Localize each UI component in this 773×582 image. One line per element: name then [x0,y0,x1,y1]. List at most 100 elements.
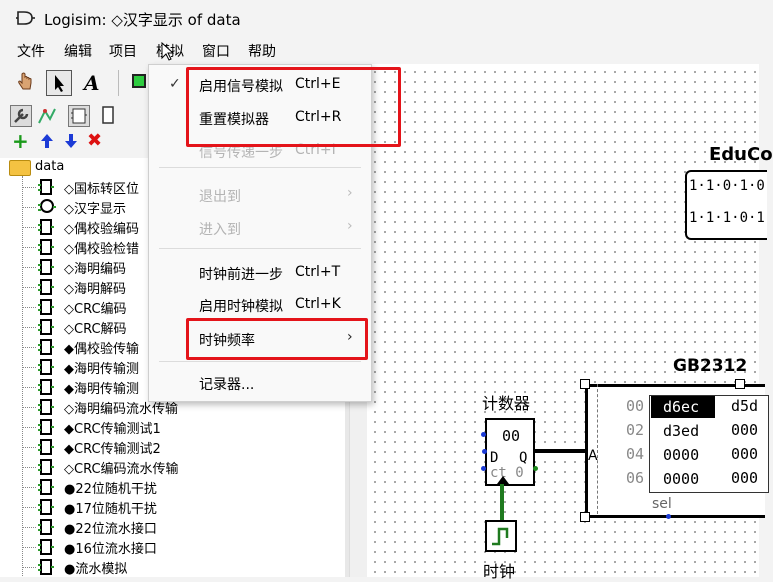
tree-item-label: ◇国标转区位 [64,182,139,197]
tree-guide-line [22,327,36,328]
rom-cell[interactable]: 000 [731,421,759,439]
add-circuit-button[interactable]: + [12,129,34,154]
rom-address: 04 [626,445,645,463]
tree-item-label: ◇海明编码流水传输 [64,402,178,417]
tree-item[interactable]: ◇国标转区位 [0,177,345,197]
tree-item[interactable]: ◆CRC传输测试2 [0,437,345,457]
tree-guide-line [22,347,36,348]
menu-project[interactable]: 项目 [109,44,137,60]
tree-item[interactable]: ◇海明解码 [0,277,345,297]
menu-help[interactable]: 帮助 [248,44,276,60]
tree-item[interactable]: ◇偶校验检错 [0,237,345,257]
input-pin-button[interactable] [132,74,146,88]
menu-logging[interactable]: 记录器... [149,368,371,398]
select-tool-button[interactable] [46,70,72,96]
menu-reset-simulation[interactable]: 重置模拟器 Ctrl+R [149,103,371,133]
tree-guide-line [22,367,36,368]
rom-cell-selected[interactable]: d6ec [651,396,715,418]
tree-item[interactable]: ◇汉字显示 [0,197,345,217]
rom-handle-top-right[interactable] [735,379,745,389]
circuit-chip-icon [38,419,54,435]
tree-item[interactable]: ●22位随机干扰 [0,477,345,497]
rom-cell[interactable]: 0000 [663,470,700,488]
rom-cell[interactable]: 0000 [663,446,700,464]
text-tool-button[interactable]: A [84,71,106,95]
arrow-up-icon [41,134,53,148]
tree-item[interactable]: ◇CRC编码 [0,297,345,317]
menu-item-label: 信号传递一步 [199,145,283,161]
menu-separator [159,248,361,249]
circuit-chip-icon [38,439,54,455]
tree-item-label: ●流水模拟 [64,562,128,577]
clock-component[interactable] [485,520,517,552]
circuit-chip-icon [38,359,54,375]
rom-cell[interactable]: 000 [731,469,759,487]
highlight-box-simulation [186,67,401,147]
menu-item-label: 重置模拟器 [199,112,269,128]
counter-component[interactable]: 00 D Q ct 0 [485,418,535,486]
main-circuit-button[interactable] [68,105,90,127]
move-up-button[interactable] [38,132,60,154]
rom-address: 06 [626,469,645,487]
magnifier-circuit-icon [38,199,56,213]
circuit-chip-icon [38,519,54,535]
tree-item[interactable]: ●17位随机干扰 [0,497,345,517]
tree-item[interactable]: ◆海明传输测 [0,377,345,397]
rom-address: 00 [626,397,645,415]
counter-clock-triangle [497,476,509,484]
project-layout-button[interactable] [10,105,32,127]
rom-cell[interactable]: d3ed [663,422,700,440]
check-icon: ✓ [169,76,181,92]
delete-circuit-button[interactable]: ✖ [87,132,109,154]
tree-item[interactable]: ◆偶校验传输 [0,337,345,357]
educ-display[interactable]: 1·1·0·1·0 1·1·1·0·1 [685,170,767,240]
plus-icon: + [12,129,29,153]
poke-tool-button[interactable] [14,71,36,93]
menu-go-out-to[interactable]: 退出到 › [149,180,371,210]
menu-enable-simulation[interactable]: ✓ 启用信号模拟 Ctrl+E [149,70,371,100]
move-down-button[interactable] [62,132,84,154]
circuit-chip-icon [38,559,54,575]
tree-item-label: ◇偶校验编码 [64,222,139,237]
tree-item[interactable]: ◇CRC编码流水传输 [0,457,345,477]
rom-handle-top-left[interactable] [580,379,590,389]
counter-title: 计数器 [482,394,531,413]
menu-enable-ticks[interactable]: 启用时钟模拟 Ctrl+K [149,290,371,320]
rom-cell[interactable]: d5d [731,397,759,415]
tree-item[interactable]: ◇海明编码 [0,257,345,277]
simulation-tree-button[interactable] [36,105,58,127]
menu-go-in-to[interactable]: 进入到 › [149,213,371,243]
tree-root-label[interactable]: data [35,159,65,174]
tree-guide-line [22,427,36,428]
tree-item[interactable]: ●流水模拟 [0,557,345,577]
menu-tick-frequency[interactable]: 时钟频率 › [149,324,371,354]
tree-item[interactable]: ◇CRC解码 [0,317,345,337]
tree-item[interactable]: ●16位流水接口 [0,537,345,557]
menu-tick-once[interactable]: 时钟前进一步 Ctrl+T [149,258,371,288]
circuit-chip-icon [38,219,54,235]
clock-wave-icon [492,527,509,546]
appearance-button[interactable] [98,105,120,127]
rom-handle-bottom-left[interactable] [580,512,590,522]
menu-edit[interactable]: 编辑 [64,44,92,60]
circuit-chip-icon [38,379,54,395]
tree-guide-line [22,307,36,308]
menu-separator [159,361,361,362]
educ-row-1: 1·1·0·1·0 [689,178,765,194]
tree-item[interactable]: ◆海明传输测 [0,357,345,377]
menu-item-label: 退出到 [199,189,241,205]
bus-wire[interactable] [535,449,587,453]
rom-cell[interactable]: 000 [731,445,759,463]
tree-item[interactable]: ◇海明编码流水传输 [0,397,345,417]
tree-item[interactable]: ◇偶校验编码 [0,217,345,237]
menu-window[interactable]: 窗口 [202,44,230,60]
menu-bar: 文件 编辑 项目 模拟 窗口 帮助 [0,36,759,64]
menu-item-label: 时钟频率 [199,333,255,349]
menu-file[interactable]: 文件 [17,44,45,60]
tree-item[interactable]: ●22位流水接口 [0,517,345,537]
circuit-canvas[interactable]: EduCo 1·1·0·1·0 1·1·1·0·1 GB2312 A sel 计… [367,64,773,581]
tree-guide-line [22,507,36,508]
tree-item[interactable]: ◆CRC传输测试1 [0,417,345,437]
clock-wire[interactable] [500,484,504,522]
tree-guide-line [22,247,36,248]
